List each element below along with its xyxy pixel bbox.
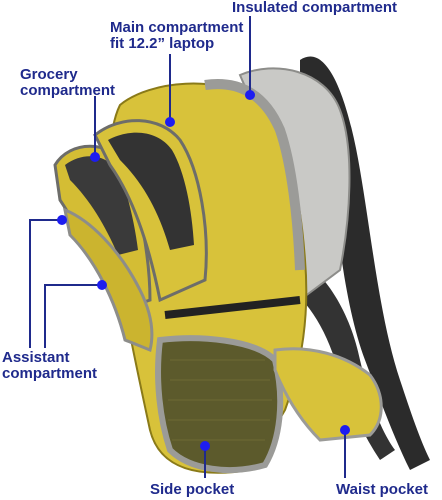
label-side-pocket: Side pocket	[150, 482, 234, 498]
side-pocket	[155, 335, 284, 473]
front-interior	[108, 132, 194, 250]
leader-lines	[29, 16, 346, 478]
label-text: Waist pocket	[336, 481, 428, 498]
label-main-compartment: Main compartment fit 12.2” laptop	[110, 20, 243, 52]
waist-belt	[273, 347, 383, 442]
side-pocket-mesh	[168, 359, 272, 441]
label-text: Main compartment	[110, 19, 244, 36]
assistant-compartment	[62, 207, 154, 353]
label-assistant-compartment: Assistant compartment	[2, 350, 97, 382]
main-compartment-edge	[204, 79, 305, 271]
label-grocery-compartment: Grocery compartment	[20, 67, 115, 99]
label-text: fit 12.2” laptop	[110, 35, 215, 52]
label-waist-pocket: Waist pocket	[336, 482, 428, 498]
label-text: Side pocket	[150, 481, 235, 498]
label-text: Insulated compartment	[232, 0, 398, 16]
label-text: compartment	[20, 82, 116, 99]
label-text: Assistant	[2, 349, 70, 366]
label-text: Grocery	[20, 66, 78, 83]
compression-strap	[164, 296, 301, 319]
callout-dots	[57, 90, 350, 451]
label-text: compartment	[2, 365, 98, 382]
label-insulated-compartment: Insulated compartment	[232, 0, 397, 16]
